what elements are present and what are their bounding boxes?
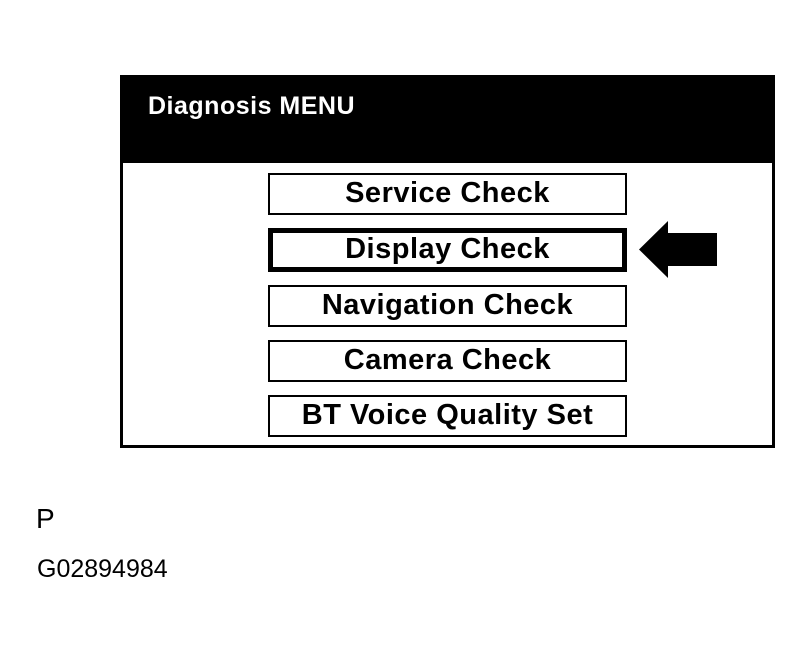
- menu-button-label: Camera Check: [343, 343, 552, 376]
- diagnosis-menu-panel: Diagnosis MENU Service Check Display Che…: [120, 75, 775, 448]
- panel-content: Service Check Display Check Navigation C…: [123, 163, 772, 445]
- menu-button-navigation-check[interactable]: Navigation Check: [268, 285, 627, 327]
- menu-button-display-check[interactable]: Display Check: [268, 228, 627, 272]
- menu-button-label: Service Check: [345, 176, 550, 209]
- menu-button-service-check[interactable]: Service Check: [268, 173, 627, 215]
- panel-header: Diagnosis MENU: [123, 78, 772, 163]
- selection-arrow-icon: [639, 221, 717, 278]
- caption-letter: P: [36, 503, 55, 534]
- figure-id: G02894984: [37, 555, 168, 583]
- menu-button-camera-check[interactable]: Camera Check: [268, 340, 627, 382]
- menu-button-label: Navigation Check: [321, 288, 574, 321]
- menu-button-bt-voice-quality-set[interactable]: BT Voice Quality Set: [268, 395, 627, 437]
- menu-button-label: BT Voice Quality Set: [301, 398, 594, 431]
- menu-button-label: Display Check: [345, 232, 550, 265]
- panel-title: Diagnosis MENU: [148, 92, 356, 120]
